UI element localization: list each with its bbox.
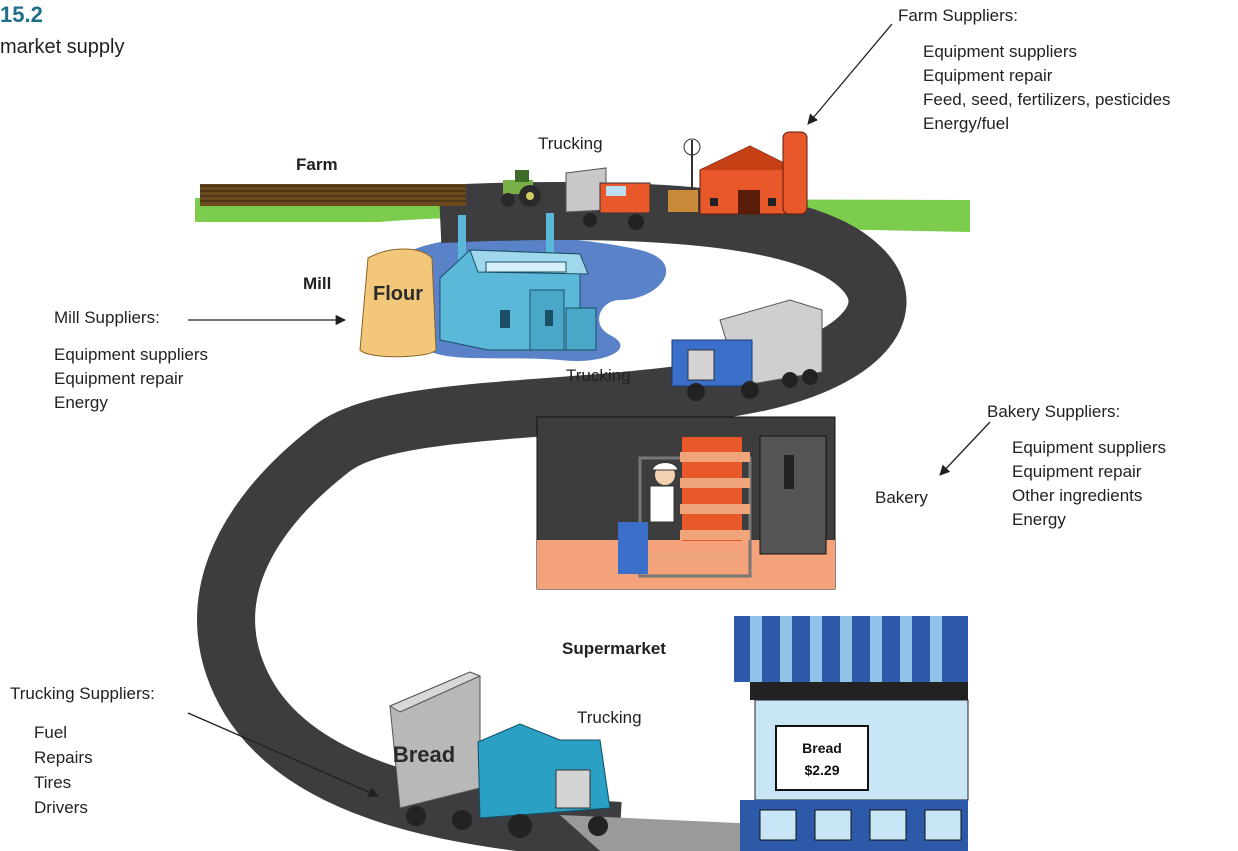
- mill-supplier-item: Equipment suppliers: [54, 345, 209, 364]
- bakery-supplier-item: Other ingredients: [1012, 486, 1143, 505]
- trucking-suppliers-heading: Trucking Suppliers:: [10, 684, 155, 703]
- bread-truck-label: Bread: [393, 742, 455, 767]
- bakery-suppliers-heading: Bakery Suppliers:: [987, 402, 1121, 421]
- stage-label-mill: Mill: [303, 274, 332, 293]
- baker: [618, 462, 679, 574]
- farm-supplier-item: Energy/fuel: [923, 114, 1009, 133]
- stage-label-bakery: Bakery: [875, 488, 928, 507]
- stage-label-trucking-2: Trucking: [566, 366, 631, 385]
- stage-label-trucking-1: Trucking: [538, 134, 603, 153]
- farm-supplier-item: Equipment suppliers: [923, 42, 1078, 61]
- farm-suppliers-list: Equipment suppliers Equipment repair Fee…: [923, 40, 1171, 136]
- farm-suppliers-arrow: [807, 23, 893, 125]
- figure-title: market supply: [0, 36, 125, 58]
- trucking-supplier-item: Repairs: [34, 748, 93, 767]
- bakery-supplier-item: Energy: [1012, 510, 1066, 529]
- bread-truck: Bread: [388, 671, 611, 838]
- farm-supplier-item: Equipment repair: [923, 66, 1053, 85]
- road-end: [560, 815, 760, 851]
- price-sign: [775, 725, 869, 791]
- mill-suppliers-heading: Mill Suppliers:: [54, 308, 160, 327]
- flour-sack: Flour: [359, 248, 437, 358]
- price-sign-item: Bread: [802, 740, 842, 756]
- wheat-field: [200, 184, 466, 206]
- price-sign-price: $2.29: [804, 762, 839, 778]
- bakery-suppliers-list: Equipment suppliers Equipment repair Oth…: [1012, 436, 1166, 532]
- trucking-suppliers-list: Fuel Repairs Tires Drivers: [34, 720, 93, 820]
- farm-supplier-item: Feed, seed, fertilizers, pesticides: [923, 90, 1171, 109]
- trucking-supplier-item: Drivers: [34, 798, 88, 817]
- farm-truck: [565, 167, 651, 230]
- blue-semi-truck: [671, 299, 823, 401]
- bread-rack: [638, 452, 752, 578]
- bakery-suppliers-arrow: [939, 421, 991, 476]
- bakery-scene: [536, 416, 836, 590]
- trucking-supplier-item: Tires: [34, 773, 72, 792]
- flour-label: Flour: [373, 283, 423, 305]
- barn: [668, 131, 808, 215]
- stage-label-supermarket: Supermarket: [562, 639, 666, 658]
- tractor: [501, 170, 541, 207]
- supermarket: Bread $2.29: [734, 616, 969, 851]
- trucking-supplier-item: Fuel: [34, 723, 68, 742]
- wheat-stalks: [200, 185, 466, 202]
- mill-supplier-item: Equipment repair: [54, 369, 184, 388]
- stage-label-farm: Farm: [296, 155, 338, 174]
- bakery-supplier-item: Equipment repair: [1012, 462, 1142, 481]
- mill-suppliers-list: Equipment suppliers Equipment repair Ene…: [54, 343, 208, 415]
- stage-label-trucking-3: Trucking: [577, 708, 642, 727]
- trucking-suppliers-arrow: [187, 712, 379, 798]
- figure-number: 15.2: [0, 2, 43, 27]
- bakery-supplier-item: Equipment suppliers: [1012, 438, 1167, 457]
- mill-supplier-item: Energy: [54, 393, 108, 412]
- mill-building: [439, 213, 597, 351]
- farm-suppliers-heading: Farm Suppliers:: [898, 6, 1018, 25]
- road: [197, 182, 907, 851]
